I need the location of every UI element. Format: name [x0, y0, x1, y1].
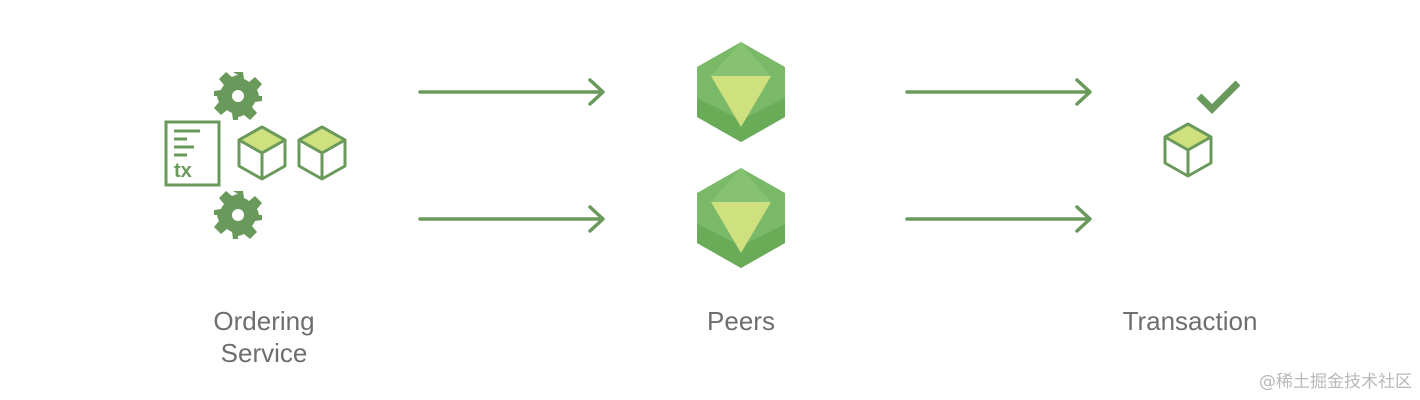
- watermark-text: @稀土掘金技术社区: [1259, 372, 1412, 392]
- label-line: Peers: [707, 306, 775, 336]
- checkmark-icon: [1196, 80, 1241, 114]
- peer-node-icon: [697, 42, 785, 142]
- stage-label-peers: Peers: [641, 305, 841, 337]
- arrow-right-icon: [905, 78, 1092, 106]
- label-line: Ordering: [213, 306, 315, 336]
- block-icon: [237, 125, 287, 181]
- gear-icon: [214, 72, 262, 120]
- arrow-right-icon: [418, 78, 605, 106]
- stage-label-transaction: Transaction: [1090, 305, 1290, 337]
- stage-label-ordering-service: Ordering Service: [164, 305, 364, 369]
- arrow-right-icon: [418, 205, 605, 233]
- gear-icon: [214, 191, 262, 239]
- block-icon: [297, 125, 347, 181]
- label-line: Service: [220, 338, 308, 368]
- document-tx-label: tx: [174, 160, 192, 182]
- label-line: Transaction: [1122, 306, 1258, 336]
- document-icon: tx: [164, 120, 221, 187]
- peer-node-icon: [697, 168, 785, 268]
- arrow-right-icon: [905, 205, 1092, 233]
- block-icon: [1163, 122, 1213, 178]
